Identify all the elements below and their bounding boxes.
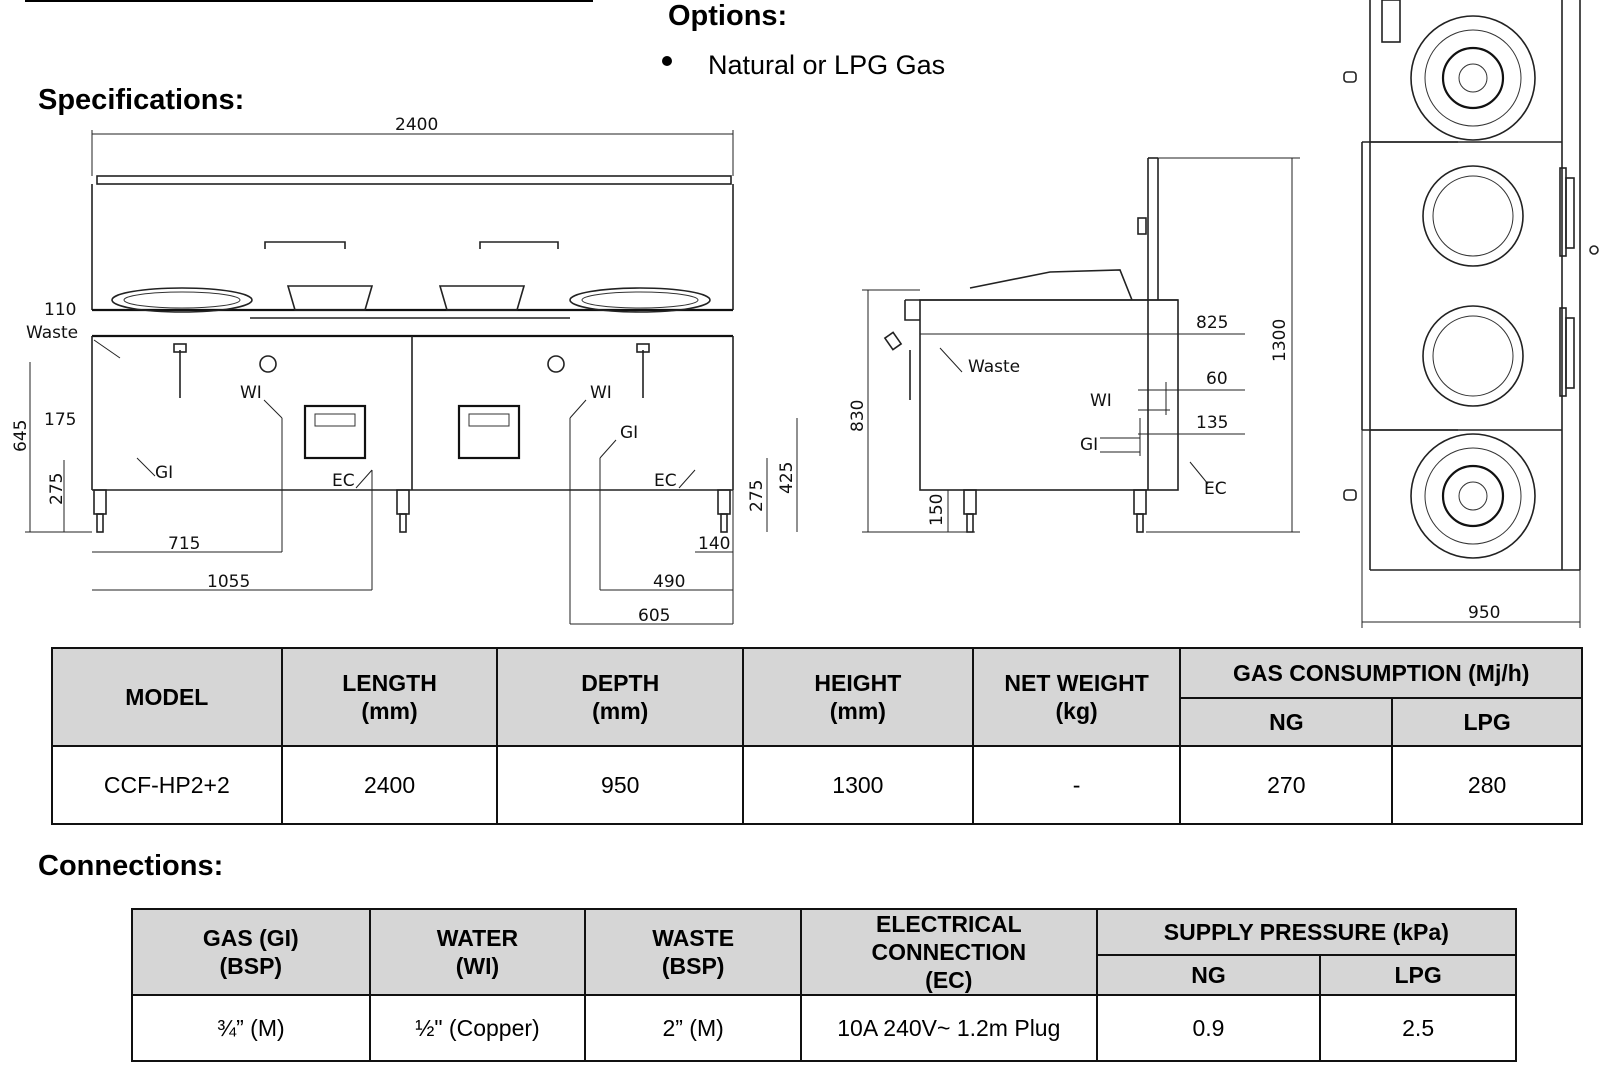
- header-lpg: LPG: [1391, 697, 1583, 747]
- dim-text: 2400: [395, 115, 438, 135]
- label-text: WI: [1090, 391, 1112, 411]
- connections-table: GAS (GI)(BSP) WATER(WI) WASTE(BSP) ELECT…: [131, 908, 1518, 1062]
- dim-text: 275: [47, 473, 67, 505]
- front-view: 2400 110 175 275 645 715 1055 140 490 60…: [11, 115, 798, 626]
- dim-text: 645: [11, 420, 31, 452]
- cell-electrical: 10A 240V~ 1.2m Plug: [799, 994, 1098, 1062]
- cell-length: 2400: [280, 745, 499, 825]
- cell-gas: ¾” (M): [131, 994, 371, 1062]
- cell-lpg: 2.5: [1319, 994, 1517, 1062]
- cell-waste: 2” (M): [584, 994, 802, 1062]
- header-lpg: LPG: [1319, 954, 1517, 996]
- dim-text: 175: [44, 410, 76, 430]
- header-model: MODEL: [51, 647, 283, 747]
- dim-text: 1300: [1270, 319, 1290, 362]
- header-gas: GAS (GI)(BSP): [131, 908, 371, 996]
- label-text: EC: [1204, 479, 1227, 499]
- label-text: GI: [1080, 435, 1098, 455]
- dim-text: 60: [1206, 369, 1228, 389]
- dim-text: 830: [848, 400, 868, 432]
- label-text: GI: [620, 423, 638, 443]
- dim-text: 950: [1468, 603, 1500, 623]
- label-text: EC: [654, 471, 677, 491]
- header-net-weight: NET WEIGHT(kg): [971, 647, 1182, 747]
- cell-depth: 950: [496, 745, 745, 825]
- header-depth: DEPTH(mm): [496, 647, 745, 747]
- label-text: WI: [590, 383, 612, 403]
- cell-model: CCF-HP2+2: [51, 745, 283, 825]
- label-text: GI: [155, 463, 173, 483]
- cell-ng: 0.9: [1095, 994, 1322, 1062]
- header-waste: WASTE(BSP): [584, 908, 802, 996]
- dim-text: 275: [747, 480, 767, 512]
- plan-view: 950: [1343, 0, 1599, 628]
- label-text: Waste: [968, 357, 1020, 377]
- header-gas-consumption: GAS CONSUMPTION (Mj/h): [1179, 647, 1583, 699]
- header-length: LENGTH(mm): [280, 647, 499, 747]
- header-ng: NG: [1179, 697, 1394, 747]
- dim-text: 140: [698, 534, 730, 554]
- cell-ng: 270: [1179, 745, 1394, 825]
- bullet-icon: [662, 56, 672, 66]
- options-heading: Options:: [668, 0, 788, 32]
- cell-water: ½" (Copper): [368, 994, 587, 1062]
- header-ng: NG: [1095, 954, 1322, 996]
- side-view: 825 60 135 1300 830 150 Waste WI GI EC: [848, 157, 1300, 533]
- dim-text: 825: [1196, 313, 1228, 333]
- label-text: Waste: [26, 323, 78, 343]
- label-text: WI: [240, 383, 262, 403]
- table-row: ¾” (M) ½" (Copper) 2” (M) 10A 240V~ 1.2m…: [131, 994, 1517, 1062]
- header-supply-pressure: SUPPLY PRESSURE (kPa): [1095, 908, 1518, 956]
- top-rule: [25, 0, 593, 2]
- dim-text: 715: [168, 534, 200, 554]
- specifications-heading: Specifications:: [38, 84, 245, 116]
- dim-text: 490: [653, 572, 685, 592]
- option-item: Natural or LPG Gas: [708, 50, 946, 80]
- technical-drawing: 2400 110 175 275 645 715 1055 140 490 60…: [11, 0, 1599, 628]
- header-height: HEIGHT(mm): [742, 647, 974, 747]
- table-row: CCF-HP2+2 2400 950 1300 - 270 280: [51, 745, 1583, 825]
- dim-text: 110: [44, 300, 76, 320]
- connections-heading: Connections:: [38, 850, 224, 882]
- dim-text: 150: [927, 494, 947, 526]
- dim-text: 1055: [207, 572, 250, 592]
- cell-net-weight: -: [971, 745, 1182, 825]
- spec-table: MODEL LENGTH(mm) DEPTH(mm) HEIGHT(mm) NE…: [51, 647, 1583, 825]
- cell-height: 1300: [742, 745, 974, 825]
- dim-text: 605: [638, 606, 670, 626]
- header-water: WATER(WI): [368, 908, 587, 996]
- label-text: EC: [332, 471, 355, 491]
- dim-text: 425: [777, 462, 797, 494]
- dim-text: 135: [1196, 413, 1228, 433]
- cell-lpg: 280: [1391, 745, 1583, 825]
